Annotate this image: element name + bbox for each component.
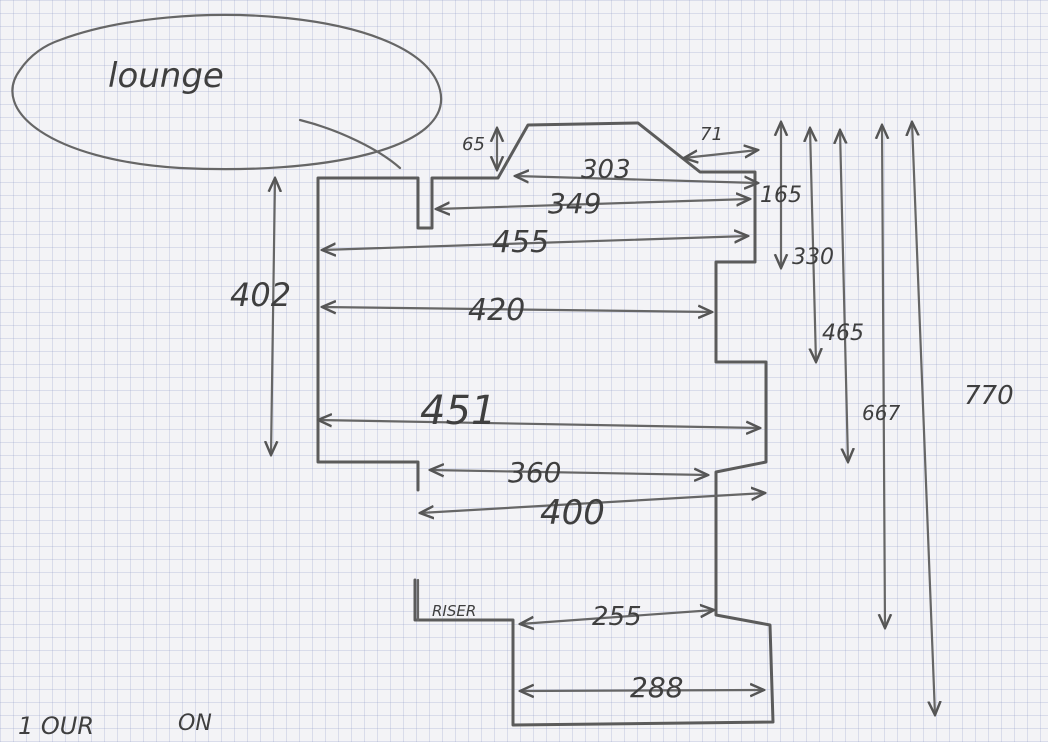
- dim-330: 330: [792, 245, 834, 270]
- dimension-lines: [271, 122, 935, 715]
- room-label-oval: [11, 13, 443, 171]
- dim-402: 402: [230, 276, 291, 314]
- dim-71: 71: [700, 124, 723, 145]
- dim-420: 420: [468, 293, 525, 328]
- dim-360: 360: [508, 456, 561, 489]
- dim-255: 255: [592, 602, 642, 632]
- dim-349: 349: [548, 187, 601, 220]
- dim-165: 165: [760, 183, 802, 208]
- dim-451: 451: [420, 388, 496, 434]
- dim-667: 667: [862, 401, 900, 425]
- dim-770: 770: [964, 381, 1014, 411]
- dim-65: 65: [462, 134, 485, 155]
- room-name: lounge: [108, 56, 224, 96]
- dim-455: 455: [492, 225, 549, 260]
- footer-note-left: 1 OUR: [18, 712, 94, 740]
- svg-text:RISER: RISER: [432, 602, 476, 620]
- dim-400: 400: [540, 493, 605, 533]
- room-outline: [316, 121, 775, 727]
- riser-label: RISER: [432, 602, 476, 620]
- dim-465: 465: [822, 321, 864, 346]
- dim-303: 303: [581, 155, 631, 185]
- footer-note-right: ON: [178, 711, 212, 736]
- dim-288: 288: [630, 671, 683, 704]
